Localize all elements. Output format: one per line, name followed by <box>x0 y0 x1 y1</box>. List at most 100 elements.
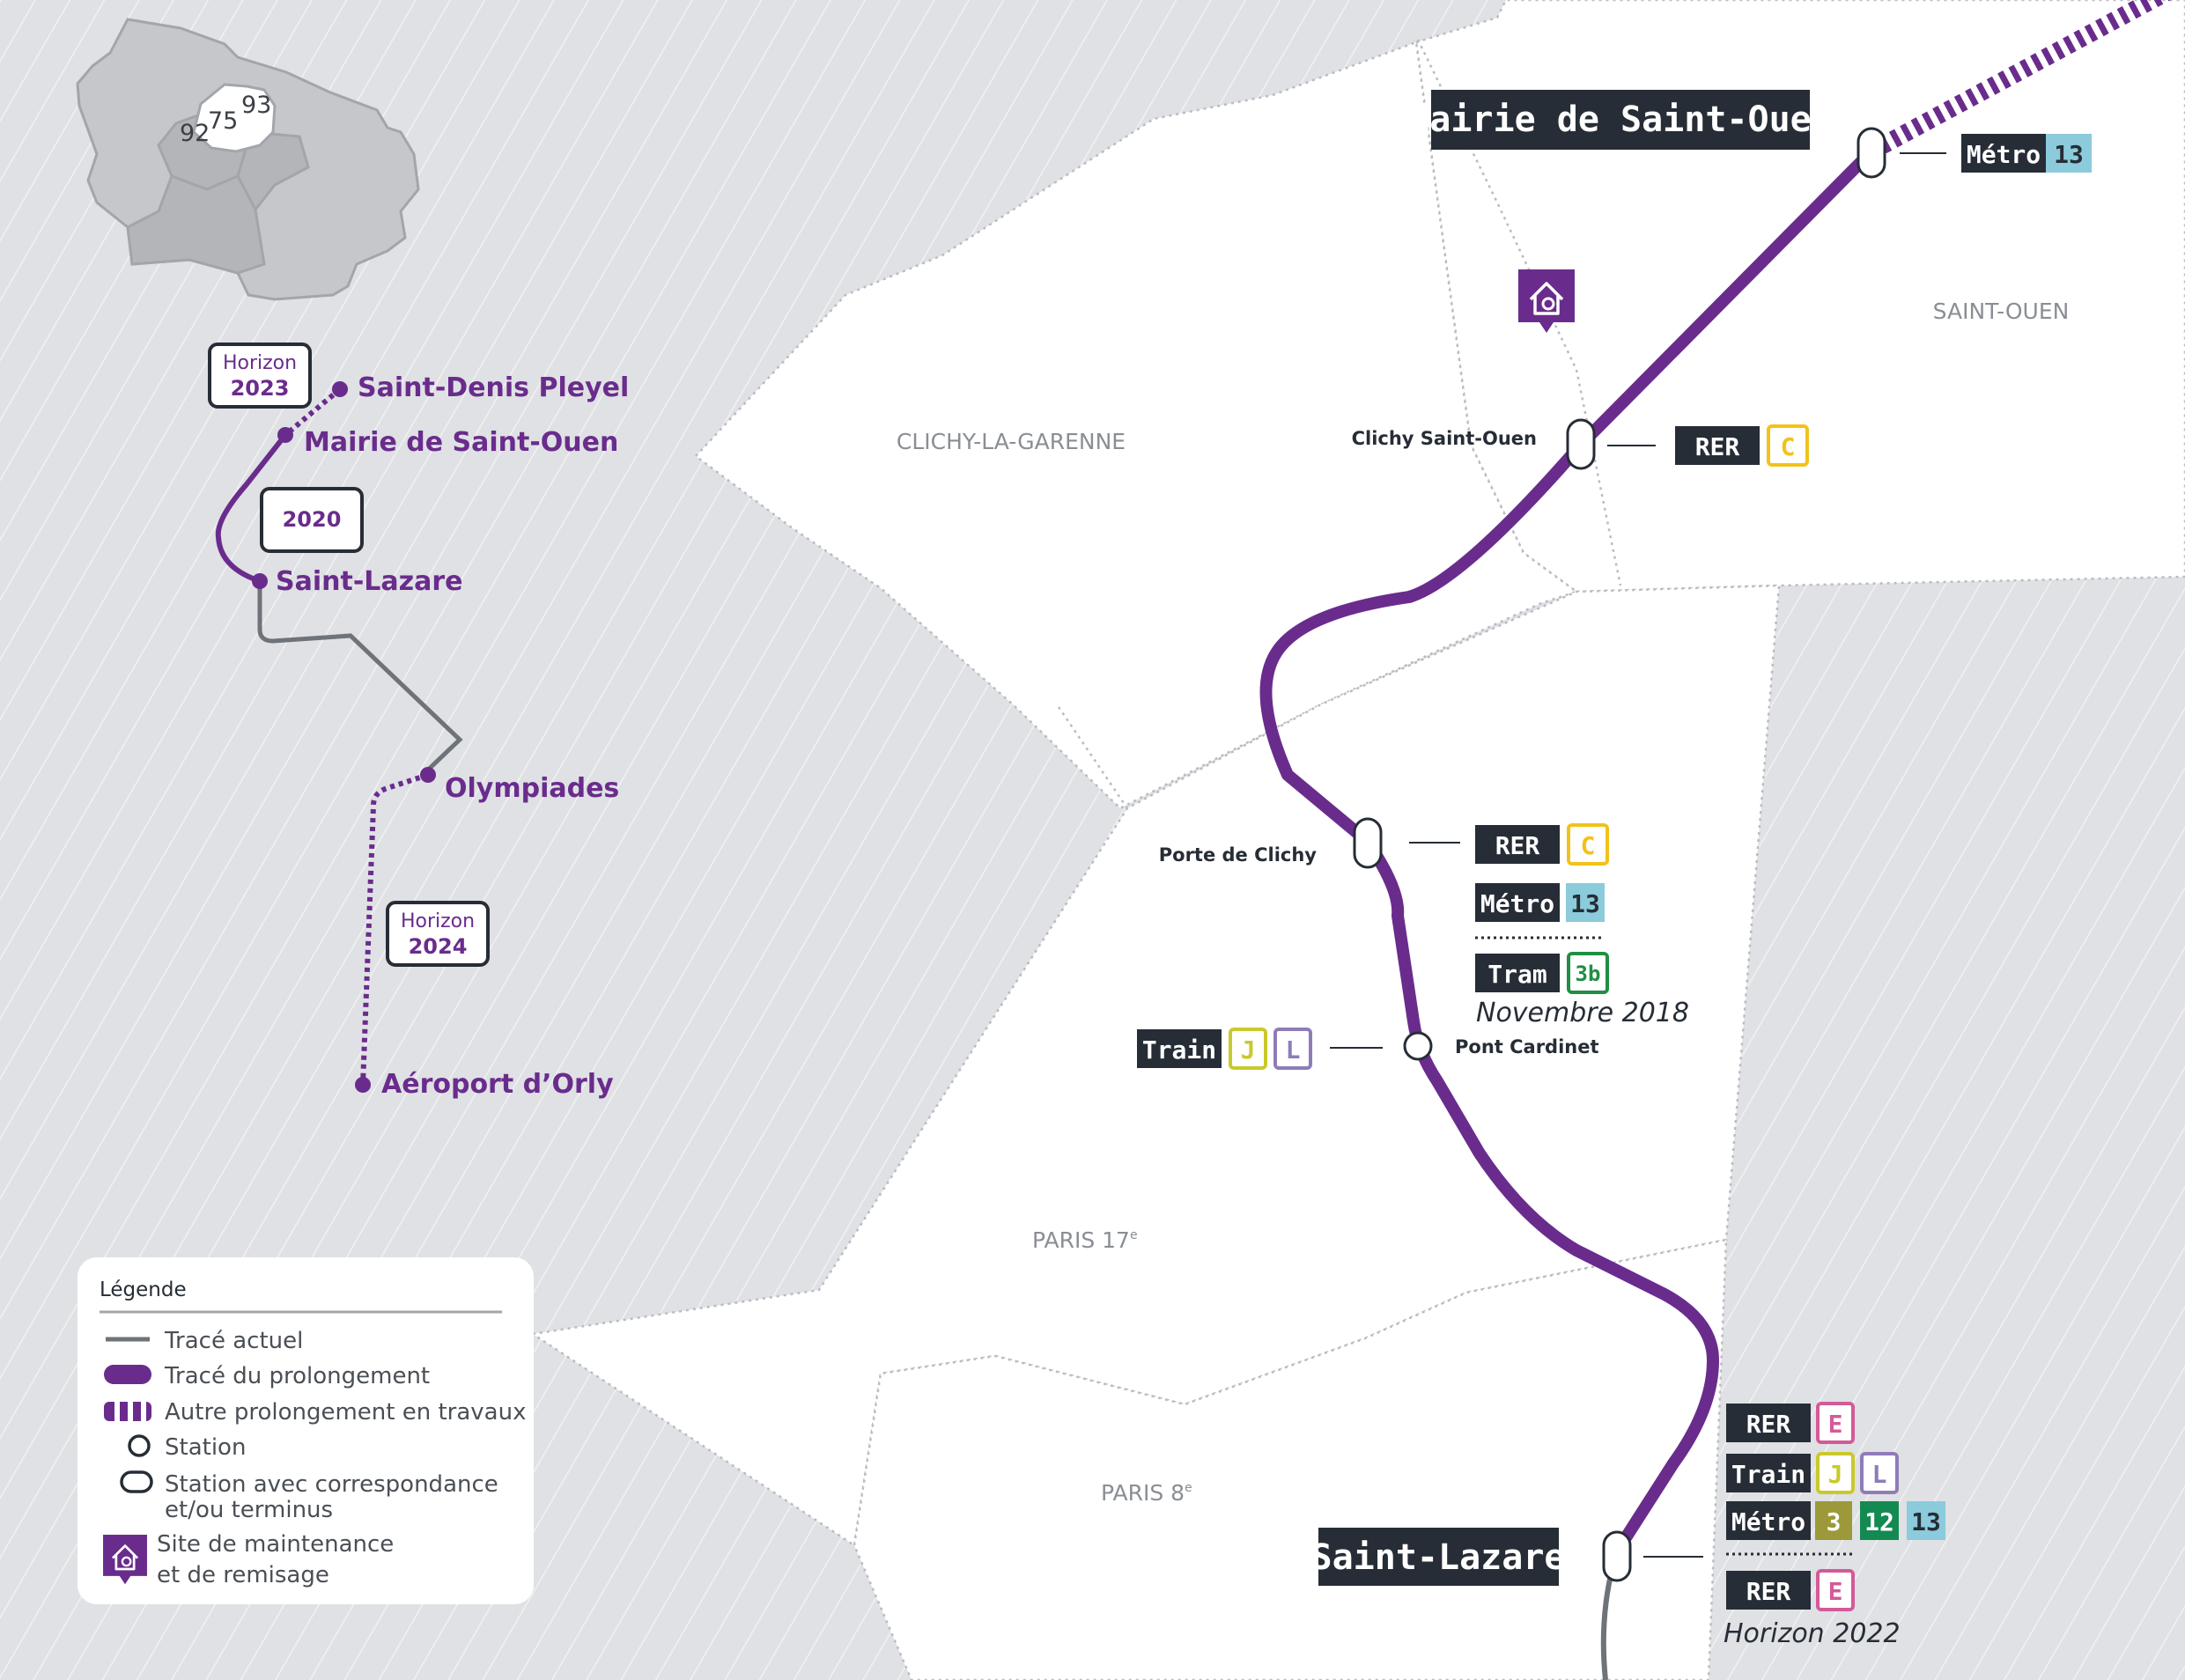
connection-train-j-l-saint-lazare: Train J L <box>1726 1452 1899 1494</box>
svg-text:Horizon: Horizon <box>401 910 475 932</box>
leader-lines <box>1330 152 1946 1558</box>
svg-text:Train: Train <box>1142 1035 1216 1065</box>
legend-symbol-other-works <box>104 1402 151 1421</box>
connection-train-j-l-pont-cardinet: Train J L <box>1137 1028 1312 1070</box>
overview-current-line <box>257 581 463 777</box>
svg-text:12: 12 <box>1864 1507 1894 1536</box>
svg-text:Horizon: Horizon <box>223 352 297 374</box>
station-marker-porte-de-clichy[interactable] <box>1353 817 1383 869</box>
line-other-extension-works <box>1867 0 2171 159</box>
idf-inset-map <box>76 18 420 301</box>
note-novembre-2018: Novembre 2018 <box>1476 998 1689 1028</box>
svg-text:J: J <box>1241 1035 1256 1065</box>
connection-tram-3b-porte-clichy: Tram 3b <box>1475 952 1609 994</box>
connection-metro-13-porte-clichy: Métro 13 <box>1475 883 1605 922</box>
overview-dot-saint-denis <box>332 381 348 397</box>
svg-text:E: E <box>1828 1410 1843 1439</box>
svg-text:L: L <box>1872 1460 1887 1489</box>
clichy-area <box>694 41 1579 810</box>
overview-schematic: Saint-Denis Pleyel Mairie de Saint-Ouen … <box>208 343 629 1100</box>
inset-label-93: 93 <box>241 92 271 119</box>
overview-dot-orly <box>355 1077 371 1093</box>
svg-text:13: 13 <box>1911 1507 1941 1536</box>
station-marker-saint-lazare[interactable] <box>1602 1530 1632 1582</box>
svg-text:E: E <box>1828 1577 1843 1606</box>
station-marker-mairie-saint-ouen[interactable] <box>1857 127 1886 179</box>
svg-text:RER: RER <box>1746 1410 1791 1439</box>
svg-text:Métro: Métro <box>1480 889 1554 918</box>
legend-title: Légende <box>100 1278 187 1301</box>
legend-panel: Légende Tracé actuel Tracé du prolongeme… <box>78 1257 534 1604</box>
svg-text:RER: RER <box>1695 432 1740 461</box>
note-horizon-2022: Horizon 2022 <box>1724 1618 1901 1649</box>
svg-text:L: L <box>1286 1035 1301 1065</box>
station-marker-clichy-saint-ouen[interactable] <box>1566 418 1596 470</box>
legend-maintenance-1: Site de maintenance <box>157 1531 394 1558</box>
svg-text:RER: RER <box>1746 1577 1791 1606</box>
svg-text:3b: 3b <box>1576 962 1601 986</box>
connection-rer-e-saint-lazare: RER E <box>1726 1402 1855 1444</box>
overview-dotted-2024 <box>360 772 429 1086</box>
svg-text:2023: 2023 <box>231 376 290 401</box>
svg-text:13: 13 <box>2054 140 2084 169</box>
overview-dot-olympiades <box>420 767 436 783</box>
line-extension-route <box>1259 145 1878 1558</box>
svg-text:Métro: Métro <box>1731 1507 1805 1536</box>
commune-label-saint-ouen: SAINT-OUEN <box>1933 298 2070 324</box>
svg-text:Métro: Métro <box>1967 140 2041 169</box>
station-title-saint-lazare[interactable]: Saint-Lazare <box>1311 1528 1566 1586</box>
svg-text:J: J <box>1828 1460 1843 1489</box>
legend-symbol-station-corr <box>120 1470 153 1493</box>
inset-paris <box>192 83 277 153</box>
legend-extension: Tracé du prolongement <box>164 1363 430 1389</box>
legend-symbol-station <box>128 1434 151 1457</box>
inset-label-92: 92 <box>180 120 210 147</box>
svg-text:Saint-Lazare: Saint-Lazare <box>1311 1537 1566 1578</box>
connection-metro-3-12-13-saint-lazare: Métro 3 12 13 <box>1726 1501 1945 1540</box>
overview-dot-saint-lazare <box>252 573 268 589</box>
svg-text:Mairie de Saint-Ouen: Mairie de Saint-Ouen <box>1408 99 1833 140</box>
overview-label-mairie: Mairie de Saint-Ouen <box>304 427 618 458</box>
station-label-clichy-saint-ouen: Clichy Saint-Ouen <box>1352 428 1537 449</box>
legend-station-corr-1: Station avec correspondance <box>165 1471 498 1498</box>
badge-horizon-2023: Horizon 2023 <box>208 343 312 409</box>
badge-2020: 2020 <box>260 487 364 553</box>
station-marker-pont-cardinet[interactable] <box>1403 1031 1433 1061</box>
legend-other-works: Autre prolongement en travaux <box>165 1399 526 1426</box>
legend-maintenance-2: et de remisage <box>157 1562 329 1588</box>
legend-current: Tracé actuel <box>164 1328 303 1354</box>
overview-dot-mairie <box>277 427 293 443</box>
svg-text:2024: 2024 <box>409 934 468 959</box>
connection-rer-c-porte-clichy: RER C <box>1475 823 1609 866</box>
legend-symbol-extension <box>104 1365 151 1384</box>
inset-label-75: 75 <box>208 107 238 135</box>
commune-label-clichy: CLICHY-LA-GARENNE <box>897 429 1126 454</box>
legend-station: Station <box>165 1434 246 1461</box>
svg-text:C: C <box>1581 831 1596 860</box>
overview-label-saint-denis: Saint-Denis Pleyel <box>358 372 629 403</box>
overview-label-saint-lazare: Saint-Lazare <box>276 566 463 597</box>
overview-label-orly: Aéroport d’Orly <box>381 1069 614 1100</box>
commune-areas <box>529 0 2185 1680</box>
connection-rer-c-clichy: RER C <box>1675 424 1809 467</box>
svg-text:13: 13 <box>1570 889 1600 918</box>
station-label-pont-cardinet: Pont Cardinet <box>1455 1036 1599 1057</box>
svg-text:2020: 2020 <box>283 507 342 532</box>
svg-text:Tram: Tram <box>1487 960 1546 989</box>
station-label-porte-de-clichy: Porte de Clichy <box>1159 844 1318 866</box>
connection-metro-13-mairie: Métro 13 <box>1961 134 2092 173</box>
overview-label-olympiades: Olympiades <box>445 773 619 804</box>
svg-text:RER: RER <box>1495 831 1540 860</box>
svg-text:C: C <box>1781 432 1796 461</box>
badge-horizon-2024: Horizon 2024 <box>386 901 490 967</box>
overview-dotted-2023 <box>284 387 342 438</box>
station-title-mairie-saint-ouen[interactable]: Mairie de Saint-Ouen <box>1408 90 1833 150</box>
legend-station-corr-2: et/ou terminus <box>165 1497 333 1523</box>
svg-text:3: 3 <box>1827 1507 1842 1536</box>
overview-extension-2020 <box>215 433 288 584</box>
connection-rer-e-saint-lazare-2022: RER E <box>1726 1569 1855 1611</box>
commune-label-paris-17: PARIS 17e <box>1032 1227 1138 1253</box>
svg-text:Train: Train <box>1731 1460 1805 1489</box>
commune-label-paris-8: PARIS 8e <box>1101 1480 1192 1506</box>
